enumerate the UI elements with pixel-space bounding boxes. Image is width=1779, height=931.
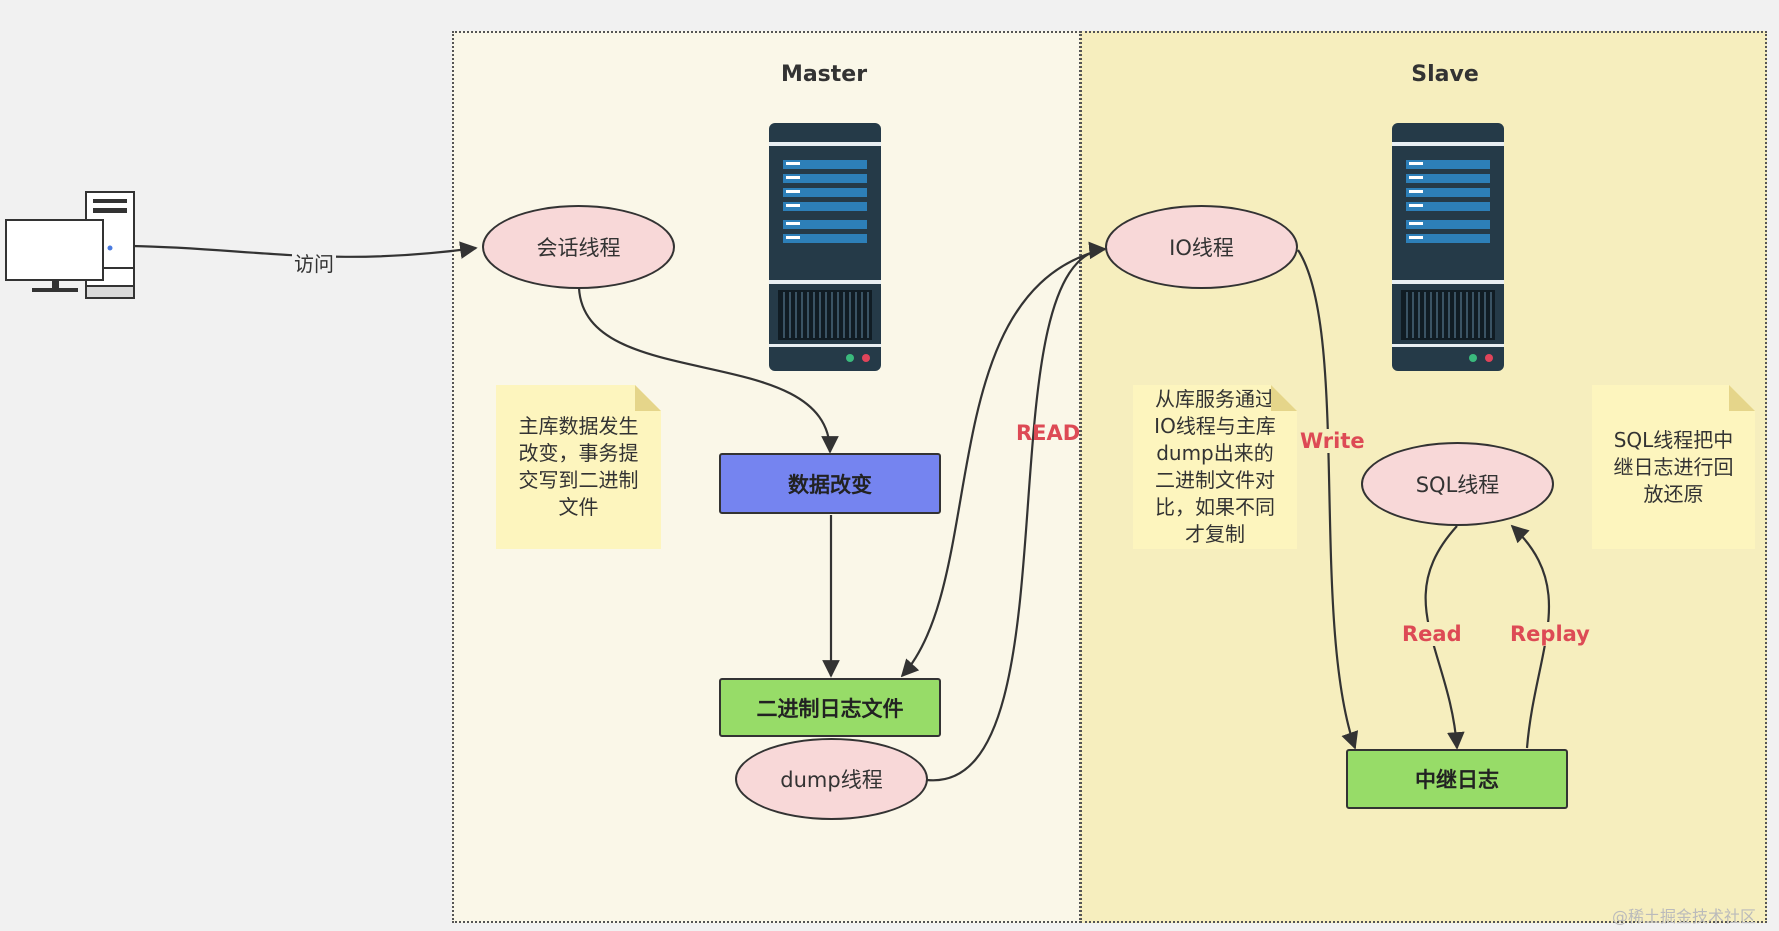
slave-title: Slave bbox=[1411, 62, 1479, 87]
edge-dump-to-io bbox=[926, 241, 1107, 782]
master-title: Master bbox=[780, 62, 868, 87]
dump-thread-node[interactable]: dump线程 bbox=[735, 738, 928, 820]
watermark: @稀土掘金技术社区 bbox=[1612, 907, 1757, 926]
master-note: 主库数据发生 改变，事务提 交写到二进制 文件 bbox=[496, 385, 661, 549]
read-upper-label: READ bbox=[1016, 421, 1081, 445]
binlog-file-node[interactable]: 二进制日志文件 bbox=[719, 678, 941, 737]
read-label: Read bbox=[1402, 622, 1462, 646]
slave-server-icon bbox=[1391, 122, 1505, 372]
session-thread-node[interactable]: 会话线程 bbox=[482, 205, 675, 289]
edge-session-to-change bbox=[577, 287, 839, 454]
write-label: Write bbox=[1300, 429, 1365, 453]
replay-label: Replay bbox=[1510, 622, 1590, 646]
sql-thread-node[interactable]: SQL线程 bbox=[1361, 442, 1554, 526]
computer-icon bbox=[3, 190, 136, 302]
master-server-icon bbox=[768, 122, 882, 372]
data-change-node[interactable]: 数据改变 bbox=[719, 453, 941, 514]
visit-label: 访问 bbox=[292, 248, 336, 277]
io-thread-node[interactable]: IO线程 bbox=[1105, 205, 1298, 289]
edge-write-io-to-relay bbox=[1297, 249, 1359, 750]
io-note: 从库服务通过 IO线程与主库 dump出来的 二进制文件对 比，如果不同 才复制 bbox=[1133, 385, 1297, 549]
edge-read-io-to-binlog bbox=[900, 247, 1106, 678]
sql-note: SQL线程把中 继日志进行回 放还原 bbox=[1592, 385, 1755, 549]
relay-log-node[interactable]: 中继日志 bbox=[1346, 749, 1568, 809]
